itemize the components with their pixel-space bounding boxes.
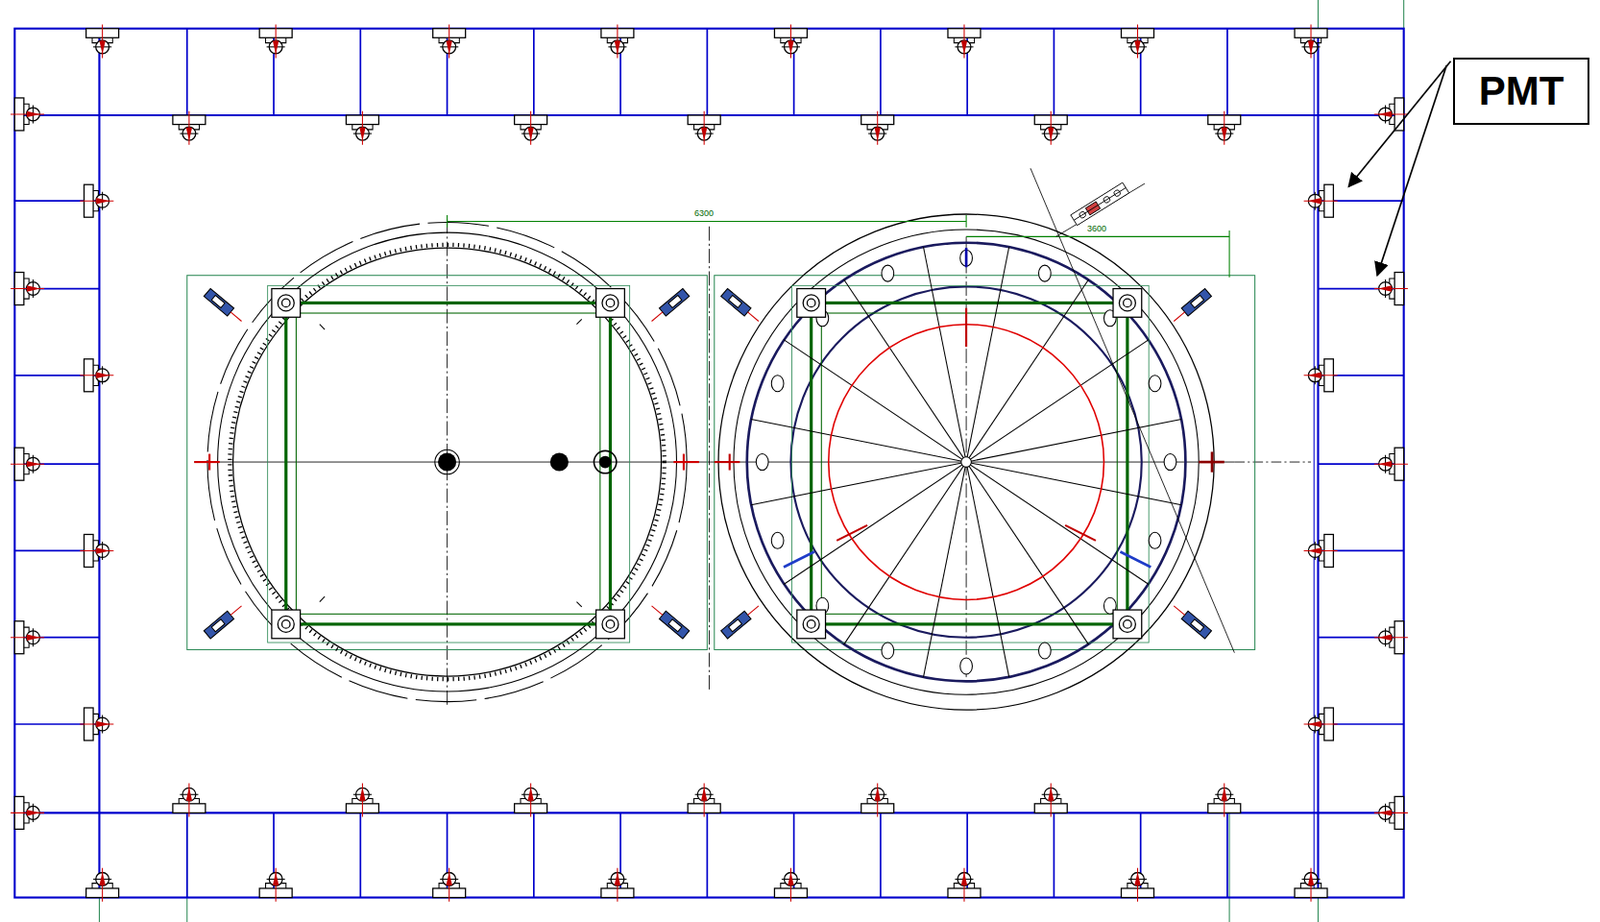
pmt-symbol [345, 111, 379, 146]
pmt-symbol [1208, 111, 1241, 146]
pmt-symbol [774, 24, 807, 58]
right-detector [714, 214, 1256, 710]
pmt-symbol [1121, 868, 1155, 902]
dimension-label: 3600 [1085, 224, 1109, 235]
dimension-label: 6300 [692, 209, 716, 219]
pmt-symbol [433, 24, 466, 58]
pmt-symbol [10, 621, 45, 655]
pmt-array [10, 24, 1408, 901]
construction-lines [98, 0, 1404, 922]
pmt-symbol [1374, 97, 1408, 131]
pmt-symbol [259, 868, 292, 902]
pmt-symbol [79, 707, 114, 741]
pmt-symbol [1304, 184, 1338, 218]
pmt-symbol [345, 783, 379, 818]
dimension-lines [447, 215, 1231, 278]
tilted-pmt-detail [1030, 168, 1235, 653]
pmt-symbol [774, 868, 807, 902]
pmt-symbol [514, 111, 548, 146]
pmt-symbol [861, 111, 895, 146]
pmt-symbol [86, 868, 120, 902]
pmt-symbol [1121, 24, 1155, 58]
pmt-symbol [1304, 707, 1338, 741]
pmt-symbol [1304, 533, 1338, 567]
callout-box: PMT [1453, 57, 1590, 125]
pmt-symbol [79, 184, 114, 218]
pmt-symbol [86, 24, 120, 58]
pmt-symbol [1294, 24, 1328, 58]
pmt-symbol [1034, 783, 1067, 818]
callout-label: PMT [1478, 69, 1565, 114]
pmt-symbol [433, 868, 466, 902]
pmt-symbol [861, 783, 895, 818]
left-detector [187, 222, 708, 703]
callout-arrows [1348, 61, 1451, 276]
pmt-symbol [172, 783, 206, 818]
pmt-symbol [259, 24, 292, 58]
pmt-symbol [1034, 111, 1067, 146]
pmt-symbol [1294, 868, 1328, 902]
pmt-symbol [947, 24, 981, 58]
pmt-symbol [601, 868, 634, 902]
pmt-symbol [10, 97, 45, 131]
corner-instruments [203, 288, 1212, 638]
pmt-symbol [10, 796, 45, 829]
pmt-symbol [10, 447, 45, 481]
pmt-symbol [1304, 359, 1338, 392]
support-frame [14, 28, 1404, 898]
pmt-symbol [514, 783, 548, 818]
pmt-symbol [1374, 447, 1408, 481]
pmt-symbol [79, 533, 114, 567]
pmt-symbol [947, 868, 981, 902]
center-axes [193, 218, 1311, 706]
pmt-symbol [687, 111, 721, 146]
pmt-symbol [1374, 272, 1408, 306]
pmt-symbol [1208, 783, 1241, 818]
pmt-symbol [79, 359, 114, 392]
pmt-symbol [601, 24, 634, 58]
pmt-symbol [10, 272, 45, 306]
pmt-symbol [1374, 796, 1408, 829]
pmt-symbol [172, 111, 206, 146]
pmt-symbol [687, 783, 721, 818]
pmt-symbol [1374, 621, 1408, 655]
